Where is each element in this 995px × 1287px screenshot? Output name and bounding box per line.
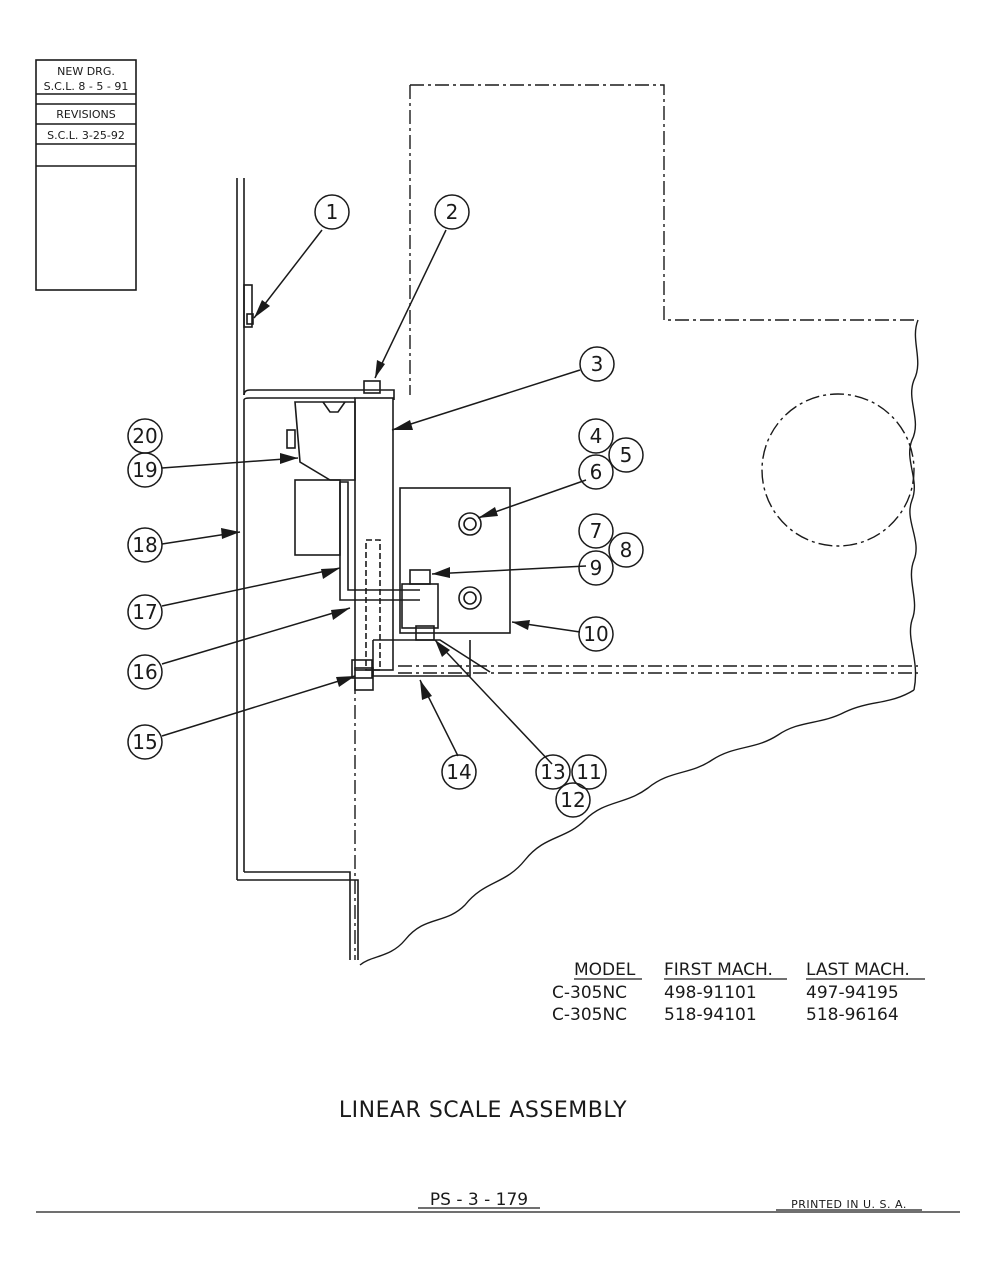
callout-19: 19 <box>132 458 157 482</box>
revision-1-date: S.C.L. 3-25-92 <box>47 129 125 142</box>
callout-12: 12 <box>560 788 585 812</box>
callout-2: 2 <box>446 200 459 224</box>
callout-9: 9 <box>590 556 603 580</box>
machine-casting-outline <box>354 84 918 960</box>
printed-note: PRINTED IN U. S. A. <box>791 1198 907 1211</box>
callout-13: 13 <box>540 760 565 784</box>
callout-3: 3 <box>591 352 604 376</box>
new-drg-label: NEW DRG. <box>57 65 115 78</box>
callout-20: 20 <box>132 424 157 448</box>
table-row-1-first: 498-91101 <box>664 983 757 1003</box>
new-drg-date: S.C.L. 8 - 5 - 91 <box>44 80 129 93</box>
callout-11: 11 <box>576 760 601 784</box>
callout-6: 6 <box>590 460 603 484</box>
callout-17: 17 <box>132 600 157 624</box>
mounting-block-10 <box>399 487 511 641</box>
table-header-first-mach: FIRST MACH. <box>664 960 773 980</box>
break-lines <box>359 319 919 966</box>
callout-14: 14 <box>446 760 471 784</box>
revision-block <box>35 59 137 291</box>
callout-1: 1 <box>326 200 339 224</box>
callout-15: 15 <box>132 730 157 754</box>
callout-16: 16 <box>132 660 157 684</box>
table-row-1-model: C-305NC <box>552 983 627 1003</box>
callout-4: 4 <box>590 424 603 448</box>
callout-8: 8 <box>620 538 633 562</box>
leader-lines <box>161 229 587 765</box>
table-header-model: MODEL <box>574 960 636 980</box>
revisions-label: REVISIONS <box>56 108 115 121</box>
table-row-1-last: 497-94195 <box>806 983 899 1003</box>
bracket-18 <box>236 178 395 960</box>
callout-circles <box>127 194 644 818</box>
table-row-2-last: 518-96164 <box>806 1005 899 1025</box>
drawing-title: LINEAR SCALE ASSEMBLY <box>339 1098 627 1123</box>
model-table: MODEL FIRST MACH. LAST MACH. C-305NC 498… <box>552 960 910 1025</box>
callout-10: 10 <box>583 622 608 646</box>
table-underlines <box>36 978 960 1213</box>
table-row-2-first: 518-94101 <box>664 1005 757 1025</box>
callout-numbers: 1 2 3 4 5 6 7 8 9 10 11 12 13 14 15 16 1… <box>132 200 632 812</box>
callout-5: 5 <box>620 443 633 467</box>
page-number: PS - 3 - 179 <box>430 1190 528 1210</box>
callout-18: 18 <box>132 533 157 557</box>
table-row-2-model: C-305NC <box>552 1005 627 1025</box>
scale-housing <box>286 380 420 691</box>
table-header-last-mach: LAST MACH. <box>806 960 910 980</box>
base-plate-14 <box>372 639 491 677</box>
leader-arrowheads <box>221 300 530 700</box>
callout-7: 7 <box>590 519 603 543</box>
